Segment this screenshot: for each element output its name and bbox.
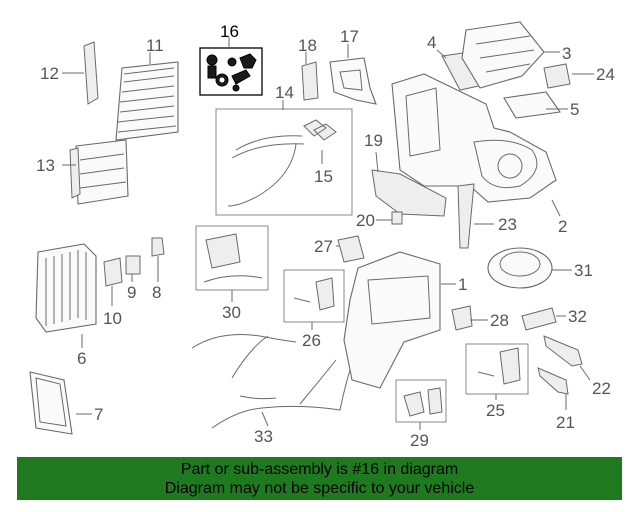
part-25-group: [465, 343, 529, 395]
callout-7: 7: [94, 405, 103, 424]
part-9-grommet: [125, 255, 141, 275]
callout-33: 33: [254, 427, 273, 446]
callout-3: 3: [562, 44, 571, 63]
callout-32: 32: [568, 307, 587, 326]
callout-25: 25: [486, 401, 505, 420]
callout-14: 14: [275, 83, 294, 102]
part-30-group: [195, 225, 269, 291]
callout-13: 13: [36, 156, 55, 175]
part-28-actuator: [451, 305, 473, 331]
part-24-actuator: [543, 63, 571, 89]
callout-18: 18: [298, 36, 317, 55]
part-3-4-duct: [441, 21, 545, 91]
callout-4: 4: [427, 33, 436, 52]
callout-12: 12: [40, 64, 59, 83]
part-18-clip: [301, 61, 319, 101]
part-19-duct: [371, 169, 447, 217]
part-7-filter: [29, 371, 73, 435]
part-1-housing: [343, 251, 441, 389]
callout-24: 24: [596, 65, 615, 84]
info-banner: Part or sub-assembly is #16 in diagram D…: [17, 457, 622, 500]
callout-6: 6: [77, 349, 86, 368]
callout-16: 16: [220, 22, 239, 41]
callout-15: 15: [314, 167, 333, 186]
callout-26: 26: [302, 331, 321, 350]
part-23-drain: [457, 183, 475, 249]
part-26-group: [283, 269, 345, 323]
callout-21: 21: [556, 413, 575, 432]
callout-5: 5: [570, 100, 579, 119]
part-6-core: [35, 243, 97, 333]
part-22-tube: [543, 335, 583, 367]
part-14-15-pipe-group: [215, 108, 353, 216]
callout-23: 23: [498, 215, 517, 234]
callout-10: 10: [103, 309, 122, 328]
part-27-actuator: [337, 235, 365, 263]
part-20-fastener: [391, 211, 403, 225]
callout-19: 19: [364, 131, 383, 150]
part-29-group: [395, 379, 447, 423]
callout-11: 11: [146, 36, 164, 55]
part-16-kit[interactable]: [199, 47, 263, 96]
part-31-blower: [487, 247, 553, 289]
callout-27: 27: [314, 237, 333, 256]
callout-30: 30: [222, 303, 241, 322]
banner-line-1: Part or sub-assembly is #16 in diagram: [180, 460, 459, 478]
part-10-seal: [103, 257, 123, 287]
callout-28: 28: [490, 311, 509, 330]
hvac-housing-upper: [391, 73, 557, 203]
callout-8: 8: [152, 283, 161, 302]
part-33-harness: [191, 334, 351, 429]
callout-9: 9: [127, 283, 136, 302]
part-32-resistor: [521, 307, 557, 331]
leader-lines: [62, 37, 594, 430]
callout-29: 29: [410, 431, 429, 450]
callout-2: 2: [558, 217, 567, 236]
part-12-bracket: [83, 41, 99, 105]
callout-20: 20: [356, 211, 375, 230]
callout-22: 22: [592, 379, 611, 398]
part-11-evaporator: [115, 61, 179, 141]
part-8-sensor: [151, 237, 165, 257]
callout-31: 31: [574, 261, 593, 280]
banner-line-2: Diagram may not be specific to your vehi…: [164, 479, 475, 497]
callout-numbers: 16 11 12 18 17 4 3 24 5 13 14 15 19 2 20…: [36, 22, 615, 450]
part-5-filter: [503, 91, 561, 119]
callout-1: 1: [458, 275, 467, 294]
part-21-tube: [537, 367, 569, 395]
part-17-seal: [329, 57, 377, 105]
callout-17: 17: [340, 27, 359, 46]
part-13-heater-core: [69, 139, 129, 205]
